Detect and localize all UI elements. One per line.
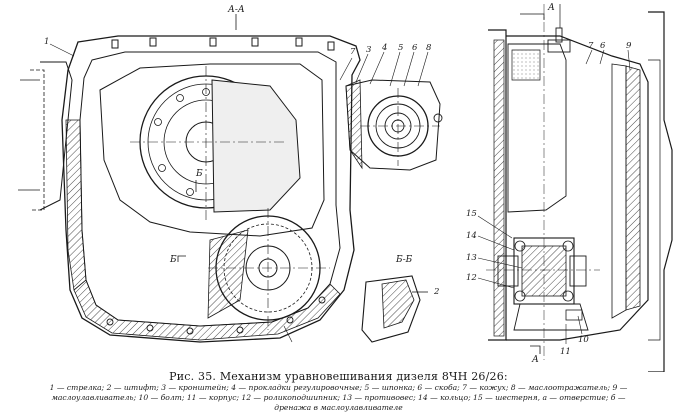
callout-numbers: 1 7 3 4 5 6 8 2 7 6 9 15 14 13 12 11 10 [44, 37, 632, 357]
callout-6-right: 6 [600, 41, 606, 51]
figure-caption-legend: 1 — стрелка; 2 — штифт; 3 — кронштейн; 4… [4, 383, 673, 413]
callout-4: 4 [381, 43, 387, 53]
section-label-a-top: А [547, 3, 555, 13]
side-section-view [486, 4, 673, 372]
callout-7-left: 7 [350, 47, 356, 57]
legend-line-3: дренажа в маслоулавливателе [274, 403, 403, 412]
callout-1: 1 [44, 37, 49, 47]
callout-13: 13 [466, 253, 477, 263]
callout-3: 3 [366, 45, 371, 55]
section-labels: А-А А А Б-Б Б Б [169, 3, 555, 365]
callout-9: 9 [626, 41, 632, 51]
technical-drawing: А-А А А Б-Б Б Б 1 7 3 4 5 6 8 2 7 6 9 15… [18, 3, 673, 372]
callout-11: 11 [560, 347, 571, 357]
callout-8-left: 8 [426, 43, 432, 53]
legend-line-1: 1 — стрелка; 2 — штифт; 3 — кронштейн; 4… [49, 383, 628, 392]
callout-2: 2 [433, 287, 439, 297]
inset-section-view [361, 275, 428, 343]
section-label-a-a: А-А [227, 5, 245, 15]
legend-line-2: маслоулавливатель; 10 — болт; 11 — корпу… [51, 393, 626, 402]
callout-14: 14 [466, 231, 477, 241]
callout-12: 12 [466, 273, 477, 283]
figure-caption-title: Рис. 35. Механизм уравновешивания дизеля… [169, 370, 508, 383]
section-label-b-top: Б [195, 169, 203, 179]
callout-7-right: 7 [588, 41, 594, 51]
main-section-view [18, 14, 443, 343]
section-label-b-bottom: Б [169, 255, 177, 265]
section-label-b-b: Б-Б [395, 255, 413, 265]
callout-leaders [49, 43, 631, 344]
callout-6-left: 6 [412, 43, 418, 53]
callout-10: 10 [578, 335, 589, 345]
section-label-a-bottom: А [531, 355, 539, 365]
callout-5: 5 [398, 43, 403, 53]
callout-15: 15 [466, 209, 477, 219]
